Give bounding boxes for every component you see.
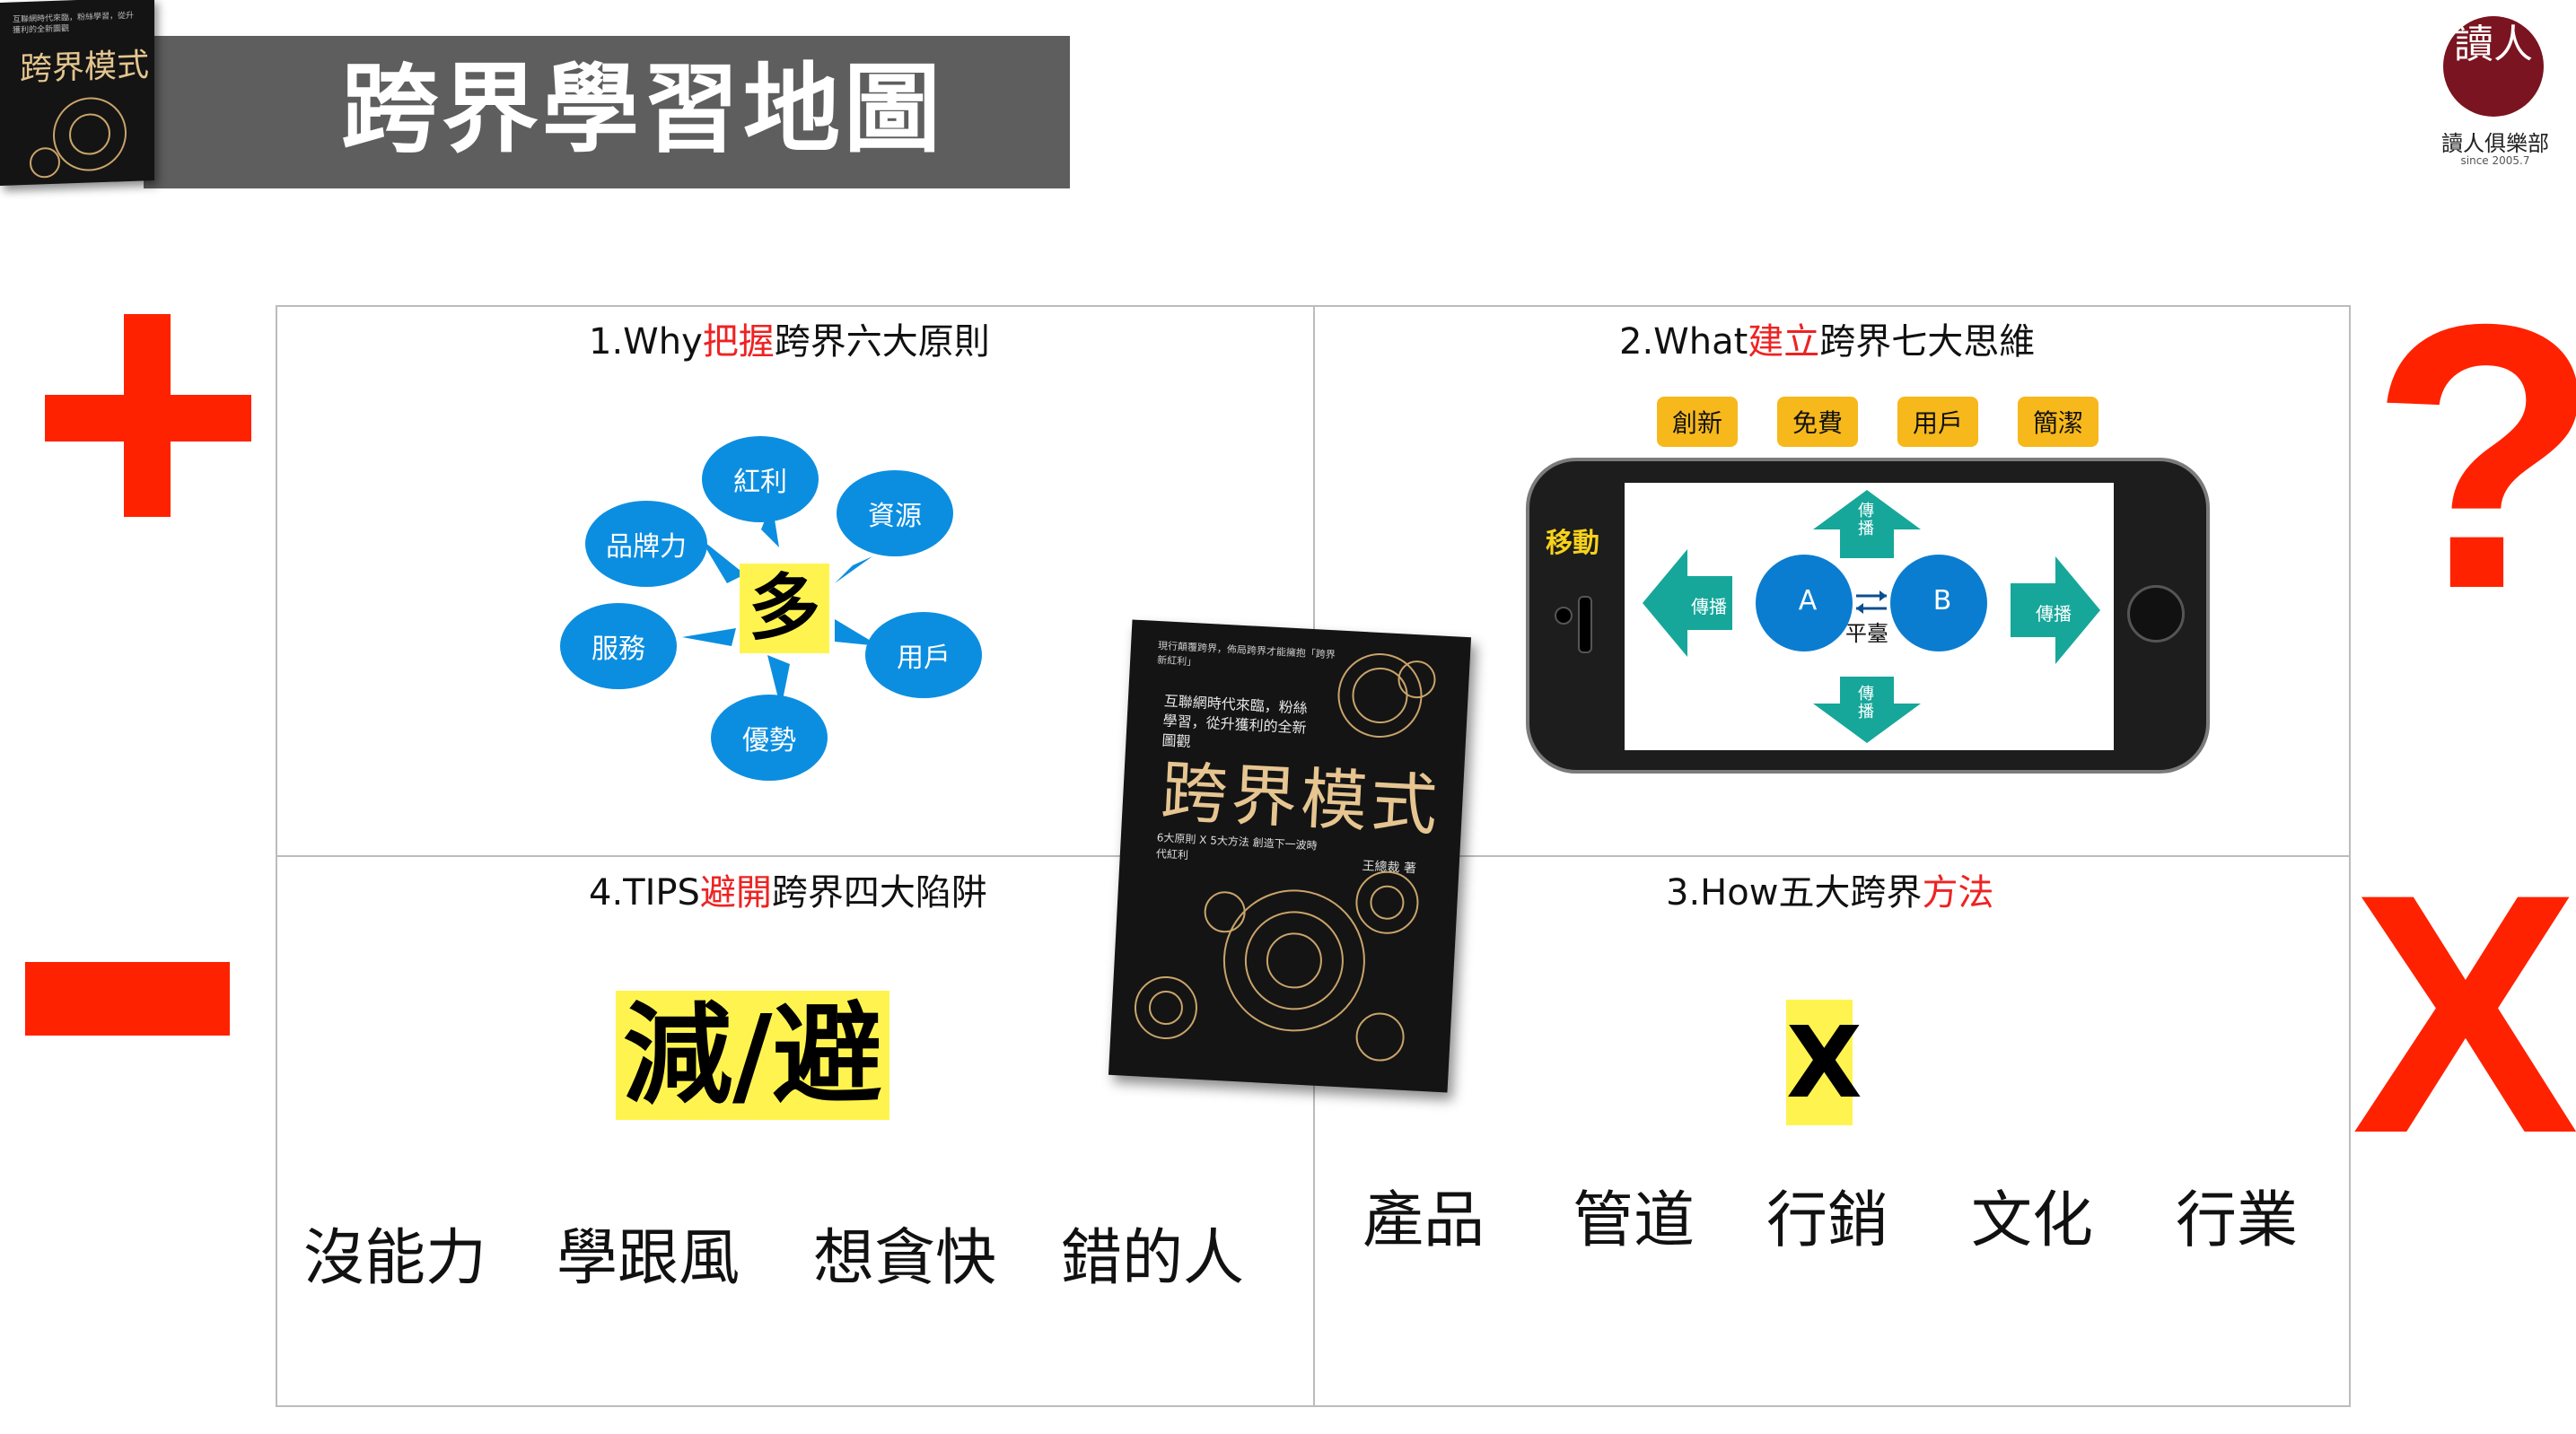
bubble-resource: 資源 xyxy=(837,470,953,556)
bubble-brand: 品牌力 xyxy=(585,501,707,587)
q1-number: 1.Why xyxy=(589,321,703,363)
logo-mark-text: 讀人 xyxy=(2454,22,2533,67)
times-icon: X xyxy=(2352,823,2576,1204)
phone-label: 移動 xyxy=(1546,528,1599,559)
thumbnail-blurb: 互聯網時代來臨，粉絲學習，從升獲利的全新圖觀 xyxy=(13,11,135,36)
q4-number: 4.TIPS xyxy=(589,872,700,914)
bubble-advantage: 優勢 xyxy=(711,695,828,781)
q4-item-no-ability: 沒能力 xyxy=(303,1223,487,1294)
keyword-free: 免費 xyxy=(1777,397,1858,447)
book-circles xyxy=(1134,653,1436,1062)
spread-label-left: 傳播 xyxy=(1691,596,1727,617)
q3-item-product: 產品 xyxy=(1362,1185,1485,1256)
phone-speaker-icon xyxy=(1578,596,1592,653)
q4-item-wrong-people: 錯的人 xyxy=(1061,1223,1245,1294)
platform-label: 平臺 xyxy=(1845,621,1888,646)
q3-highlight: 方法 xyxy=(1922,872,1994,914)
phone-home-button-icon xyxy=(2127,585,2185,643)
keyword-innovation: 創新 xyxy=(1657,397,1738,447)
logo-since: since 2005.7 xyxy=(2460,154,2530,167)
q2-highlight: 建立 xyxy=(1748,321,1820,363)
bubble-dividend: 紅利 xyxy=(702,436,819,522)
node-b: B xyxy=(1932,585,1952,616)
platform-diagram xyxy=(1643,490,2100,743)
spread-label-top: 傳播 xyxy=(1858,502,1874,538)
q1-highlight: 把握 xyxy=(702,321,775,363)
q2-number: 2.What xyxy=(1619,321,1748,363)
q2-title: 2.What建立跨界七大思維 xyxy=(1619,312,2035,364)
logo-mark xyxy=(2443,16,2544,117)
bubble-service: 服務 xyxy=(560,603,677,689)
q3-rest: 五大跨界 xyxy=(1778,872,1923,914)
q1-bubble-tails xyxy=(682,503,880,709)
q3-center-word: X xyxy=(1786,1000,1862,1125)
thumbnail-title: 跨界模式 xyxy=(20,47,150,89)
q3-item-marketing: 行銷 xyxy=(1766,1185,1889,1256)
q1-title: 1.Why把握跨界六大原則 xyxy=(589,312,990,364)
q4-center-word: 減/避 xyxy=(616,991,889,1120)
page-title: 跨界學習地圖 xyxy=(341,54,945,166)
phone-camera-icon xyxy=(1555,607,1573,625)
node-a: A xyxy=(1798,585,1818,616)
q3-item-industry: 行業 xyxy=(2176,1185,2299,1256)
thumbnail-circles xyxy=(30,97,127,179)
q4-rest: 跨界四大陷阱 xyxy=(771,872,987,914)
minus-icon xyxy=(25,962,230,1036)
q3-item-culture: 文化 xyxy=(1971,1185,2094,1256)
plus-icon-vertical xyxy=(124,314,171,517)
spread-label-bottom: 傳播 xyxy=(1858,685,1874,721)
book-cover: 現行顛覆跨界，佈局跨界才能擁抱「跨界新紅利」 互聯網時代來臨，粉絲學習，從升獲利… xyxy=(1108,619,1472,1093)
q1-center-word: 多 xyxy=(740,564,829,653)
bubble-user: 用戶 xyxy=(865,612,982,698)
q3-title: 3.How五大跨界方法 xyxy=(1666,863,1993,915)
question-icon: ? xyxy=(2370,269,2576,646)
q4-title: 4.TIPS避開跨界四大陷阱 xyxy=(589,863,987,915)
keyword-user: 用戶 xyxy=(1897,397,1978,447)
book-thumbnail: 互聯網時代來臨，粉絲學習，從升獲利的全新圖觀 跨界模式 xyxy=(0,0,154,187)
logo-name: 讀人俱樂部 xyxy=(2441,131,2549,156)
q2-rest: 跨界七大思維 xyxy=(1819,321,2036,363)
title-bar xyxy=(144,36,1070,188)
q3-number: 3.How xyxy=(1666,872,1779,914)
q4-item-follow-trend: 學跟風 xyxy=(556,1223,740,1294)
q4-item-too-fast: 想貪快 xyxy=(813,1223,997,1294)
spread-label-right: 傳播 xyxy=(2036,603,2072,625)
keyword-simple: 簡潔 xyxy=(2018,397,2098,447)
q4-highlight: 避開 xyxy=(699,872,772,914)
q3-item-channel: 管道 xyxy=(1573,1185,1695,1256)
q1-rest: 跨界六大原則 xyxy=(774,321,990,363)
